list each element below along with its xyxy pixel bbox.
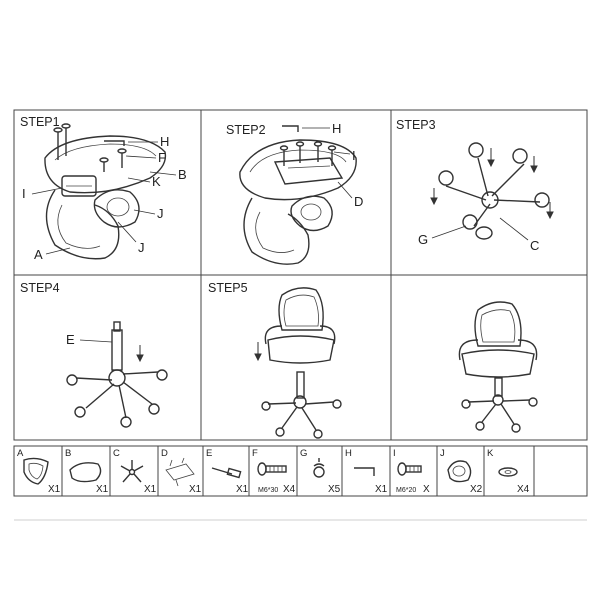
- step1-callout-I: I: [22, 186, 26, 201]
- part-C-qty: X1: [144, 484, 157, 495]
- part-H-qty: X1: [375, 484, 388, 495]
- part-F: F M6*30 X4: [252, 448, 296, 495]
- part-A-qty: X1: [48, 484, 61, 495]
- step4-gas-lift: [111, 329, 123, 371]
- part-E-qty: X1: [236, 484, 249, 495]
- part-G: G X5: [300, 448, 341, 495]
- step1-callout-K: K: [152, 174, 161, 189]
- step1-callout-J2: J: [138, 240, 145, 255]
- step2-callout-I: I: [352, 148, 356, 163]
- step2-seat: [239, 139, 357, 201]
- washer-icon: [498, 467, 518, 477]
- step1-callout-J1: J: [157, 206, 164, 221]
- bolt-icon: [257, 462, 287, 476]
- step1-callout-F: F: [158, 150, 166, 165]
- part-F-letter: F: [252, 448, 258, 459]
- step4-callout-E: E: [66, 332, 75, 347]
- step1-label: STEP1: [20, 115, 60, 129]
- step5-seat: [267, 335, 335, 364]
- short-bolt-icon: [397, 462, 422, 476]
- allen-key-icon: [354, 467, 375, 476]
- parts-table-grid: [13, 445, 588, 497]
- step1-illustration: H F B K I J J A: [22, 123, 187, 262]
- step1-callout-A: A: [34, 247, 43, 262]
- step3-label: STEP3: [396, 118, 436, 132]
- step5-illustration: [254, 287, 342, 439]
- part-B-letter: B: [65, 448, 71, 459]
- step2-label: STEP2: [226, 123, 266, 137]
- step3-star-base: [445, 157, 541, 240]
- step2-bolts: [279, 141, 337, 166]
- step2-mechanism: [273, 157, 344, 185]
- step1-seat: [44, 135, 167, 194]
- step1-mechanism: [61, 175, 97, 197]
- step1-allen-key: [104, 140, 125, 146]
- part-I-qty: X: [423, 484, 430, 495]
- back-frame-icon: [23, 457, 49, 485]
- step3-callout-G: G: [418, 232, 428, 247]
- step3-callout-C: C: [530, 238, 539, 253]
- finished-chair: [458, 301, 538, 433]
- step5-star-base: [261, 395, 342, 439]
- part-K-letter: K: [487, 448, 494, 459]
- part-D-letter: D: [161, 448, 168, 459]
- seat-cushion-icon: [69, 462, 102, 483]
- mechanism-icon: [165, 457, 195, 487]
- part-C: C X1: [113, 448, 157, 495]
- step2-back-frame: [243, 197, 310, 265]
- part-F-spec: M6*30: [258, 487, 278, 494]
- part-J-qty: X2: [470, 484, 483, 495]
- step5-backrest: [278, 287, 324, 331]
- part-J-letter: J: [440, 448, 445, 459]
- part-H: H X1: [345, 448, 388, 495]
- armrest-icon: [447, 460, 472, 483]
- step1-bolts: [53, 123, 127, 172]
- step2-callout-H: H: [332, 121, 341, 136]
- step2-allen-key: [282, 125, 299, 132]
- part-A: A X1: [17, 448, 61, 495]
- part-E-letter: E: [206, 448, 212, 459]
- part-I-letter: I: [393, 448, 396, 459]
- step5-label: STEP5: [208, 281, 248, 295]
- step1-back-frame: [45, 189, 120, 260]
- caster-icon: [313, 458, 325, 478]
- step3-illustration: G C: [418, 142, 554, 253]
- step-grid: [13, 109, 588, 441]
- part-J: J X2: [440, 448, 483, 495]
- part-B: B X1: [65, 448, 109, 495]
- part-I: I M6*20 X: [393, 448, 430, 495]
- step2-callout-D: D: [354, 194, 363, 209]
- part-H-letter: H: [345, 448, 352, 459]
- step2-armrest: [290, 195, 333, 232]
- part-F-qty: X4: [283, 484, 296, 495]
- step1-armrest: [93, 189, 140, 228]
- part-G-letter: G: [300, 448, 307, 459]
- part-K: K X4: [487, 448, 530, 495]
- gas-lift-icon: [211, 467, 242, 479]
- step3-arrows: [430, 148, 554, 220]
- part-K-qty: X4: [517, 484, 530, 495]
- step4-star-base: [66, 369, 168, 428]
- part-E: E X1: [206, 448, 249, 495]
- step4-label: STEP4: [20, 281, 60, 295]
- part-I-spec: M6*20: [396, 487, 416, 494]
- step3-casters: [438, 142, 550, 230]
- step2-illustration: H I D: [239, 121, 363, 265]
- parts-table: A X1 B X1 C X1 D: [17, 448, 530, 495]
- step4-illustration: E: [66, 321, 168, 428]
- part-C-letter: C: [113, 448, 120, 459]
- part-B-qty: X1: [96, 484, 109, 495]
- part-A-letter: A: [17, 448, 24, 459]
- step1-callout-H: H: [160, 134, 169, 149]
- part-G-qty: X5: [328, 484, 341, 495]
- step1-callout-B: B: [178, 167, 187, 182]
- part-D-qty: X1: [189, 484, 202, 495]
- part-D: D X1: [161, 448, 202, 495]
- star-base-icon: [120, 460, 144, 483]
- step5-armrests: [264, 325, 336, 345]
